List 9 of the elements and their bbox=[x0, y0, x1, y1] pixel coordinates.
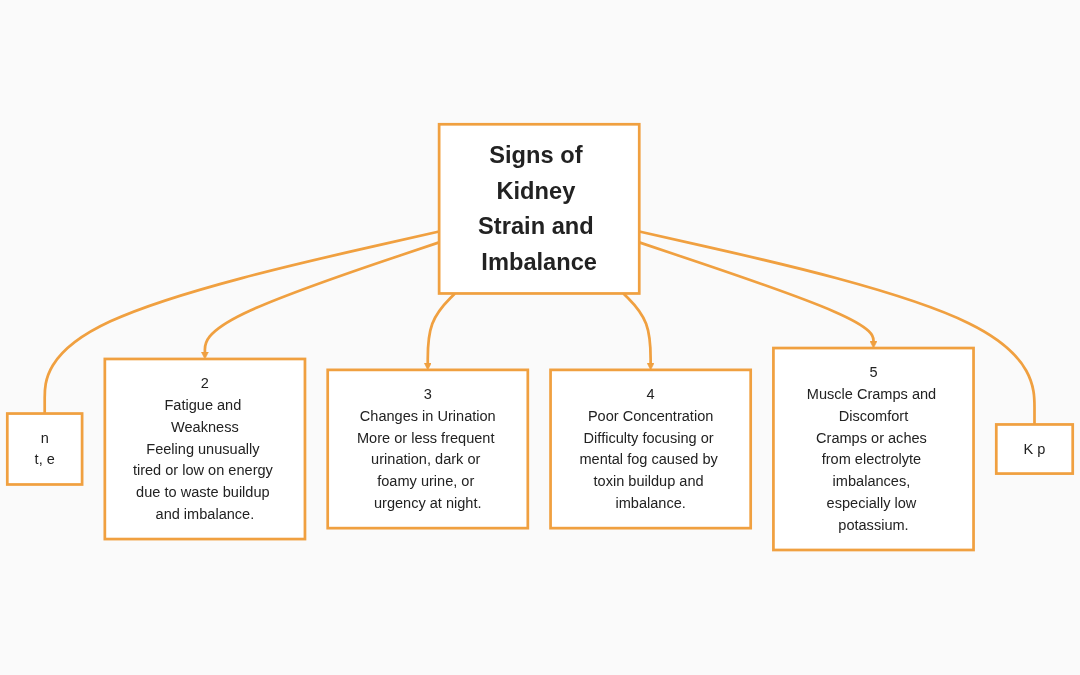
connector bbox=[43, 230, 440, 414]
arrow bbox=[200, 241, 440, 360]
node-box: 5 Muscle Cramps and Discomfort Cramps or aches from electrolyte imbalances, especially low potassium. bbox=[772, 347, 975, 552]
node-box: 2 Fatigue and Weakness Feeling unusually tired or low on energy due to waste buildup and imbalance. bbox=[103, 357, 307, 541]
node-box: K p bbox=[994, 423, 1075, 476]
node-box: 3 Changes in Urination More or less frequent urination, dark or foamy urine, or urgency at night. bbox=[326, 368, 530, 530]
node-box: Signs of Kidney Strain and Imbalance bbox=[437, 123, 641, 296]
node-box: n t, e bbox=[5, 412, 84, 487]
node-box: 4 Poor Concentration Difficulty focusing or mental fog caused by toxin buildup and imbalance. bbox=[549, 368, 753, 530]
